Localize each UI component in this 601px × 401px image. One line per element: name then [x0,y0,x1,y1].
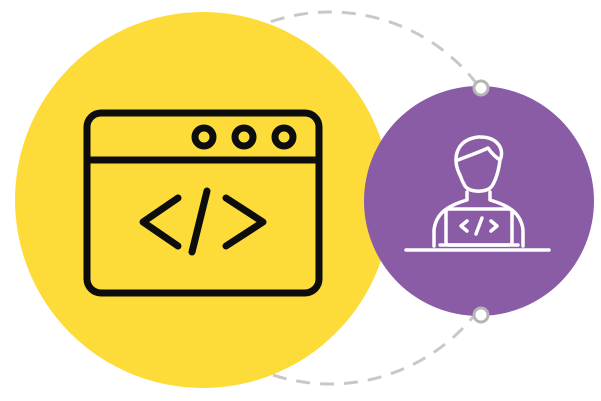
bottom-connector-node [472,306,490,324]
purple-circle [364,86,594,316]
developer-laptop-icon [404,135,551,252]
code-window-icon [83,109,323,297]
top-connector-node [472,79,490,97]
